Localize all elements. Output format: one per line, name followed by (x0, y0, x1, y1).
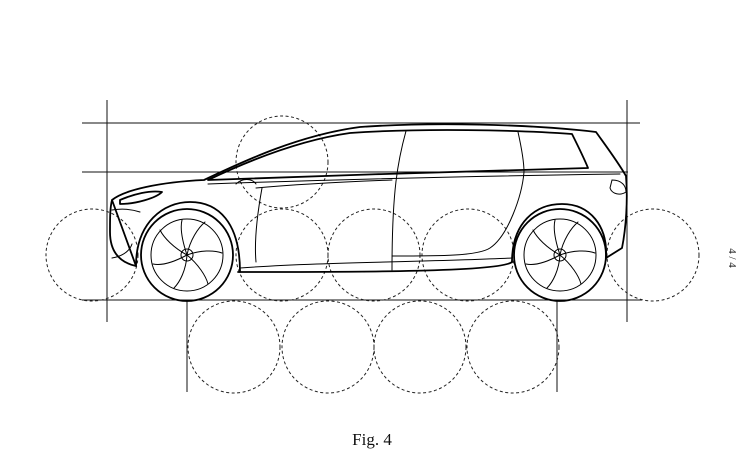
proportion-circles (45, 115, 700, 394)
vehicle-body (109, 123, 628, 273)
page-number: 4 / 4 (726, 248, 738, 268)
construction-lines (82, 100, 642, 392)
front-wheel (140, 208, 234, 302)
figure-caption: Fig. 4 (352, 430, 392, 449)
rear-wheel (513, 208, 607, 302)
